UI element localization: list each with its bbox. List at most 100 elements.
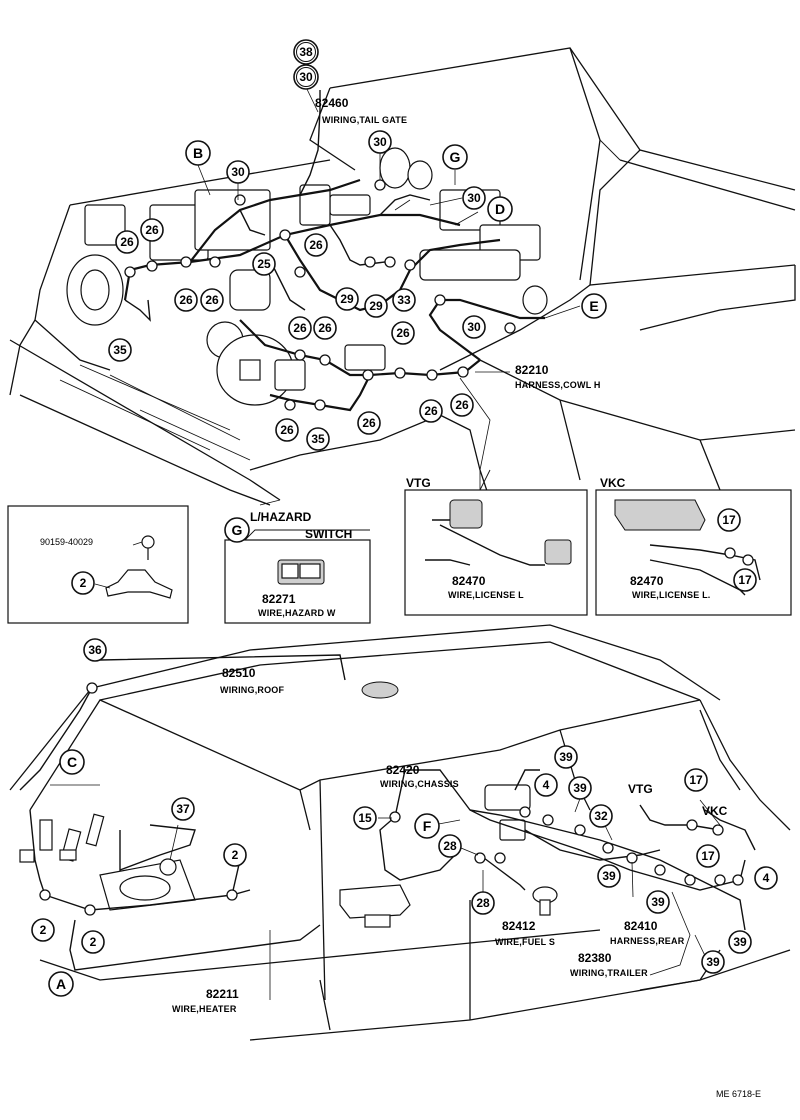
label-wiring-tail-gate: 82460 WIRING,TAIL GATE	[315, 96, 407, 125]
callout-26: 26	[200, 288, 224, 312]
callout-26: 26	[313, 316, 337, 340]
svg-text:2: 2	[80, 576, 87, 590]
callout-29: 29	[335, 287, 359, 311]
letter-f: F	[414, 813, 440, 839]
callout-39: 39	[597, 864, 621, 888]
callout-17: 17	[717, 508, 741, 532]
svg-text:28: 28	[443, 839, 457, 853]
svg-text:39: 39	[706, 955, 720, 969]
svg-text:17: 17	[722, 513, 736, 527]
svg-text:4: 4	[763, 871, 770, 885]
svg-text:HARNESS,COWL H: HARNESS,COWL H	[515, 380, 601, 390]
svg-text:G: G	[232, 522, 243, 538]
svg-text:WIRING,TAIL GATE: WIRING,TAIL GATE	[322, 115, 407, 125]
callout-38: 38	[293, 39, 319, 65]
callout-33: 33	[392, 288, 416, 312]
svg-text:B: B	[193, 145, 203, 161]
svg-text:33: 33	[397, 293, 411, 307]
callout-39: 39	[701, 950, 725, 974]
svg-text:37: 37	[176, 802, 190, 816]
svg-text:82470: 82470	[452, 574, 486, 588]
label-wire-fuel: 82412 WIRE,FUEL S	[495, 919, 555, 947]
callout-26: 26	[450, 393, 474, 417]
svg-text:26: 26	[280, 423, 294, 437]
callout-30: 30	[462, 315, 486, 339]
svg-text:39: 39	[559, 750, 573, 764]
svg-text:G: G	[450, 149, 461, 165]
svg-text:17: 17	[738, 573, 752, 587]
svg-text:26: 26	[424, 404, 438, 418]
svg-text:F: F	[423, 818, 432, 834]
svg-text:82510: 82510	[222, 666, 256, 680]
callout-39: 39	[568, 776, 592, 800]
callout-2: 2	[223, 843, 247, 867]
letter-c: C	[59, 749, 85, 775]
svg-text:30: 30	[467, 320, 481, 334]
callout-26: 26	[357, 411, 381, 435]
svg-text:26: 26	[179, 293, 193, 307]
label-wiring-trailer: 82380 WIRING,TRAILER	[570, 951, 648, 978]
engine-bay-illustration	[9, 47, 796, 506]
svg-text:26: 26	[396, 326, 410, 340]
callout-26: 26	[288, 316, 312, 340]
callout-25: 25	[252, 252, 276, 276]
callout-29: 29	[364, 294, 388, 318]
callout-26: 26	[391, 321, 415, 345]
svg-text:25: 25	[257, 257, 271, 271]
svg-text:26: 26	[455, 398, 469, 412]
callout-30: 30	[368, 130, 392, 154]
callout-15: 15	[353, 806, 377, 830]
callout-28: 28	[438, 834, 462, 858]
svg-text:26: 26	[145, 223, 159, 237]
callout-32: 32	[589, 804, 613, 828]
callout-39: 39	[728, 930, 752, 954]
callout-30: 30	[226, 160, 250, 184]
svg-text:82470: 82470	[630, 574, 664, 588]
callout-4: 4	[534, 773, 558, 797]
svg-text:26: 26	[205, 293, 219, 307]
svg-text:35: 35	[113, 343, 127, 357]
label-harness-cowl: 82210 HARNESS,COWL H	[515, 363, 601, 390]
callout-30: 30	[293, 64, 319, 90]
svg-text:39: 39	[733, 935, 747, 949]
label-wiring-roof: 82510 WIRING,ROOF	[220, 666, 284, 695]
svg-text:30: 30	[373, 135, 387, 149]
license-vtg-box: VTG 82470 WIRE,LICENSE L	[404, 469, 588, 616]
svg-text:2: 2	[232, 848, 239, 862]
svg-text:82410: 82410	[624, 919, 658, 933]
label-wire-heater: 82211 WIRE,HEATER	[172, 987, 239, 1014]
svg-text:L/HAZARD: L/HAZARD	[250, 510, 312, 524]
letter-b: B	[185, 140, 211, 166]
svg-text:2: 2	[40, 923, 47, 937]
svg-text:E: E	[589, 298, 598, 314]
letter-g: G	[224, 517, 250, 543]
svg-text:30: 30	[467, 191, 481, 205]
svg-text:82460: 82460	[315, 96, 349, 110]
callout-35: 35	[108, 338, 132, 362]
callout-26: 26	[115, 230, 139, 254]
letter-a: A	[48, 971, 74, 997]
label-vkc-rear: VKC	[702, 804, 728, 818]
svg-text:VKC: VKC	[600, 476, 626, 490]
callout-26: 26	[140, 218, 164, 242]
svg-text:35: 35	[311, 432, 325, 446]
letter-g: G	[442, 144, 468, 170]
svg-text:WIRE,HAZARD W: WIRE,HAZARD W	[258, 608, 336, 618]
svg-text:26: 26	[318, 321, 332, 335]
svg-text:15: 15	[358, 811, 372, 825]
callout-2: 2	[81, 930, 105, 954]
svg-text:WIRE,LICENSE L: WIRE,LICENSE L	[448, 590, 524, 600]
svg-text:39: 39	[573, 781, 587, 795]
svg-text:39: 39	[651, 895, 665, 909]
svg-text:26: 26	[309, 238, 323, 252]
callout-36: 36	[83, 638, 107, 662]
license-vkc-box: VKC 82470 WIRE,LICENSE L.	[595, 476, 792, 616]
svg-text:38: 38	[299, 45, 313, 59]
callout-26: 26	[304, 233, 328, 257]
svg-text:28: 28	[476, 896, 490, 910]
svg-text:29: 29	[369, 299, 383, 313]
svg-text:HARNESS,REAR: HARNESS,REAR	[610, 936, 685, 946]
svg-text:82380: 82380	[578, 951, 612, 965]
svg-text:2: 2	[90, 935, 97, 949]
svg-text:82271: 82271	[262, 592, 296, 606]
